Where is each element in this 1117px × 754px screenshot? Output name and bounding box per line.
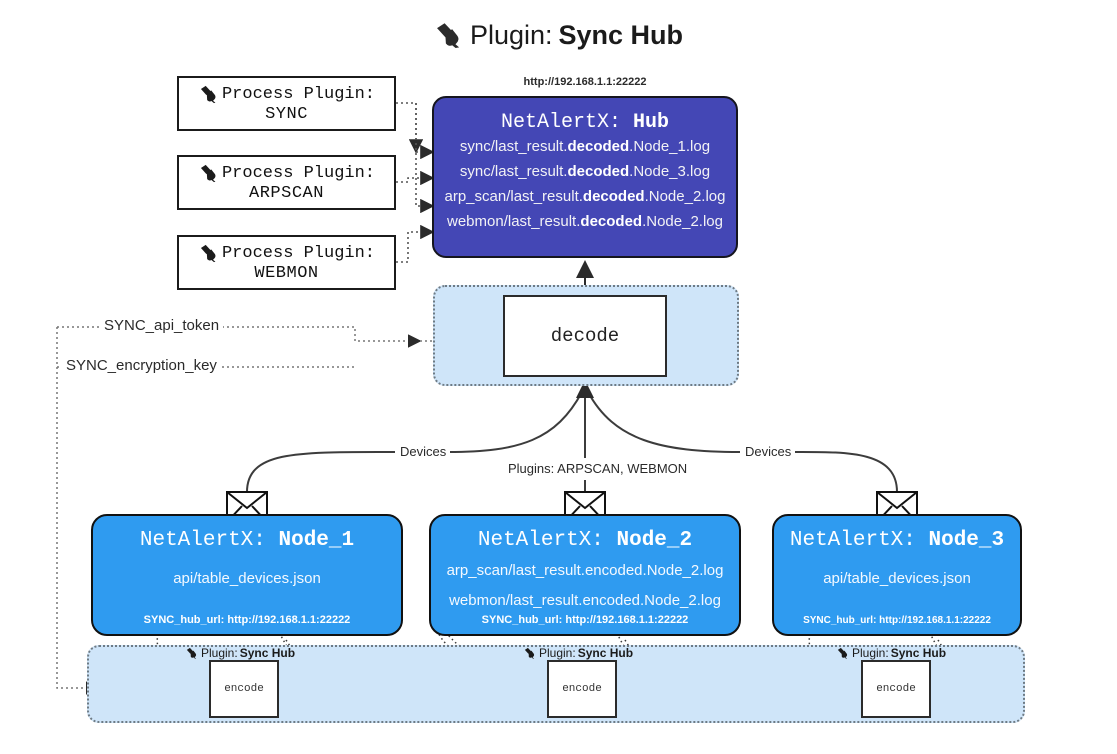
secret-label-api-token: SYNC_api_token xyxy=(100,317,224,334)
edge-label-plugins-middle: Plugins: ARPSCAN, WEBMON xyxy=(504,461,692,476)
secret-label-encryption-key: SYNC_encryption_key xyxy=(62,357,221,374)
hub-title: NetAlertX: Hub xyxy=(434,111,736,134)
hub-log-em: decoded xyxy=(582,188,645,205)
encode-box-2[interactable]: encode xyxy=(547,660,617,718)
process-plugin-label: Process Plugin: xyxy=(221,84,376,104)
process-plugin-value: SYNC xyxy=(265,105,308,124)
node-line: arp_scan/last_result.encoded.Node_2.log xyxy=(446,562,724,579)
page-title: Plugin: Sync Hub xyxy=(0,18,1117,52)
hub-log-pre: arp_scan/last_result. xyxy=(444,188,583,205)
node-title-prefix: NetAlertX: xyxy=(477,529,604,552)
encode-box-1[interactable]: encode xyxy=(209,660,279,718)
node-title-name: Node_1 xyxy=(278,529,355,552)
encoder-plugin-prefix: Plugin: xyxy=(201,646,238,660)
edge-label-devices-right: Devices xyxy=(741,444,796,459)
hub-log-em: decoded xyxy=(580,213,643,230)
encoder-plugin-prefix: Plugin: xyxy=(539,646,576,660)
hub-log-em: decoded xyxy=(567,163,630,180)
hub-log-pre: sync/last_result. xyxy=(459,163,568,180)
node-footer: SYNC_hub_url: http://192.168.1.1:22222 xyxy=(481,614,689,626)
encode-box-3[interactable]: encode xyxy=(861,660,931,718)
node-line: api/table_devices.json xyxy=(823,570,971,587)
node-footer: SYNC_hub_url: http://192.168.1.1:22222 xyxy=(803,615,991,626)
plug-icon xyxy=(836,646,850,660)
hub-log-row: arp_scan/last_result.decoded.Node_2.log xyxy=(434,184,736,209)
hub-log-em: decoded xyxy=(567,138,630,155)
encoder-plugin-label-3: Plugin: Sync Hub xyxy=(836,646,946,660)
hub-log-post: .Node_1.log xyxy=(629,138,711,155)
page-title-name: Sync Hub xyxy=(558,20,684,50)
hub-log-pre: sync/last_result. xyxy=(459,138,568,155)
node-box-1[interactable]: NetAlertX: Node_1 api/table_devices.json… xyxy=(91,514,403,636)
hub-log-post: .Node_2.log xyxy=(644,188,726,205)
hub-log-row: webmon/last_result.decoded.Node_2.log xyxy=(434,209,736,234)
plug-icon xyxy=(185,646,199,660)
node-line: api/table_devices.json xyxy=(173,570,321,587)
node-line: webmon/last_result.encoded.Node_2.log xyxy=(449,592,721,609)
plug-icon xyxy=(198,242,220,264)
plug-icon xyxy=(198,162,220,184)
hub-title-name: Hub xyxy=(633,111,670,134)
hub-log-row: sync/last_result.decoded.Node_1.log xyxy=(434,134,736,159)
node-title: NetAlertX: Node_1 xyxy=(93,529,401,552)
process-plugin-value: WEBMON xyxy=(254,264,319,283)
plug-icon xyxy=(434,20,464,50)
encoder-plugin-label-2: Plugin: Sync Hub xyxy=(523,646,633,660)
encoder-plugin-name: Sync Hub xyxy=(890,646,947,660)
node-title: NetAlertX: Node_3 xyxy=(774,529,1020,552)
hub-title-prefix: NetAlertX: xyxy=(500,111,621,134)
node-box-3[interactable]: NetAlertX: Node_3 api/table_devices.json… xyxy=(772,514,1022,636)
process-plugin-webmon[interactable]: Process Plugin: WEBMON xyxy=(177,235,396,290)
process-plugin-arpscan[interactable]: Process Plugin: ARPSCAN xyxy=(177,155,396,210)
process-plugin-value: ARPSCAN xyxy=(249,184,324,203)
encoder-plugin-prefix: Plugin: xyxy=(852,646,889,660)
hub-log-pre: webmon/last_result. xyxy=(447,213,581,230)
node-title-name: Node_2 xyxy=(616,529,693,552)
hub-url: http://192.168.1.1:22222 xyxy=(523,76,647,88)
process-plugin-label: Process Plugin: xyxy=(221,163,376,183)
process-plugin-sync[interactable]: Process Plugin: SYNC xyxy=(177,76,396,131)
hub-box[interactable]: NetAlertX: Hub sync/last_result.decoded.… xyxy=(432,96,738,258)
hub-log-post: .Node_3.log xyxy=(629,163,711,180)
decode-box[interactable]: decode xyxy=(503,295,667,377)
edge-label-devices-left: Devices xyxy=(396,444,451,459)
node-title-name: Node_3 xyxy=(928,529,1005,552)
encoder-plugin-label-1: Plugin: Sync Hub xyxy=(185,646,295,660)
process-plugin-label: Process Plugin: xyxy=(221,243,376,263)
encoder-plugin-name: Sync Hub xyxy=(239,646,296,660)
hub-log-post: .Node_2.log xyxy=(642,213,723,230)
node-title-prefix: NetAlertX: xyxy=(139,529,266,552)
plug-icon xyxy=(198,83,220,105)
page-title-prefix: Plugin: xyxy=(469,20,553,50)
node-box-2[interactable]: NetAlertX: Node_2 arp_scan/last_result.e… xyxy=(429,514,741,636)
hub-log-row: sync/last_result.decoded.Node_3.log xyxy=(434,159,736,184)
plug-icon xyxy=(523,646,537,660)
node-footer: SYNC_hub_url: http://192.168.1.1:22222 xyxy=(143,614,351,626)
node-title: NetAlertX: Node_2 xyxy=(431,529,739,552)
encoder-plugin-name: Sync Hub xyxy=(577,646,634,660)
node-title-prefix: NetAlertX: xyxy=(789,529,916,552)
